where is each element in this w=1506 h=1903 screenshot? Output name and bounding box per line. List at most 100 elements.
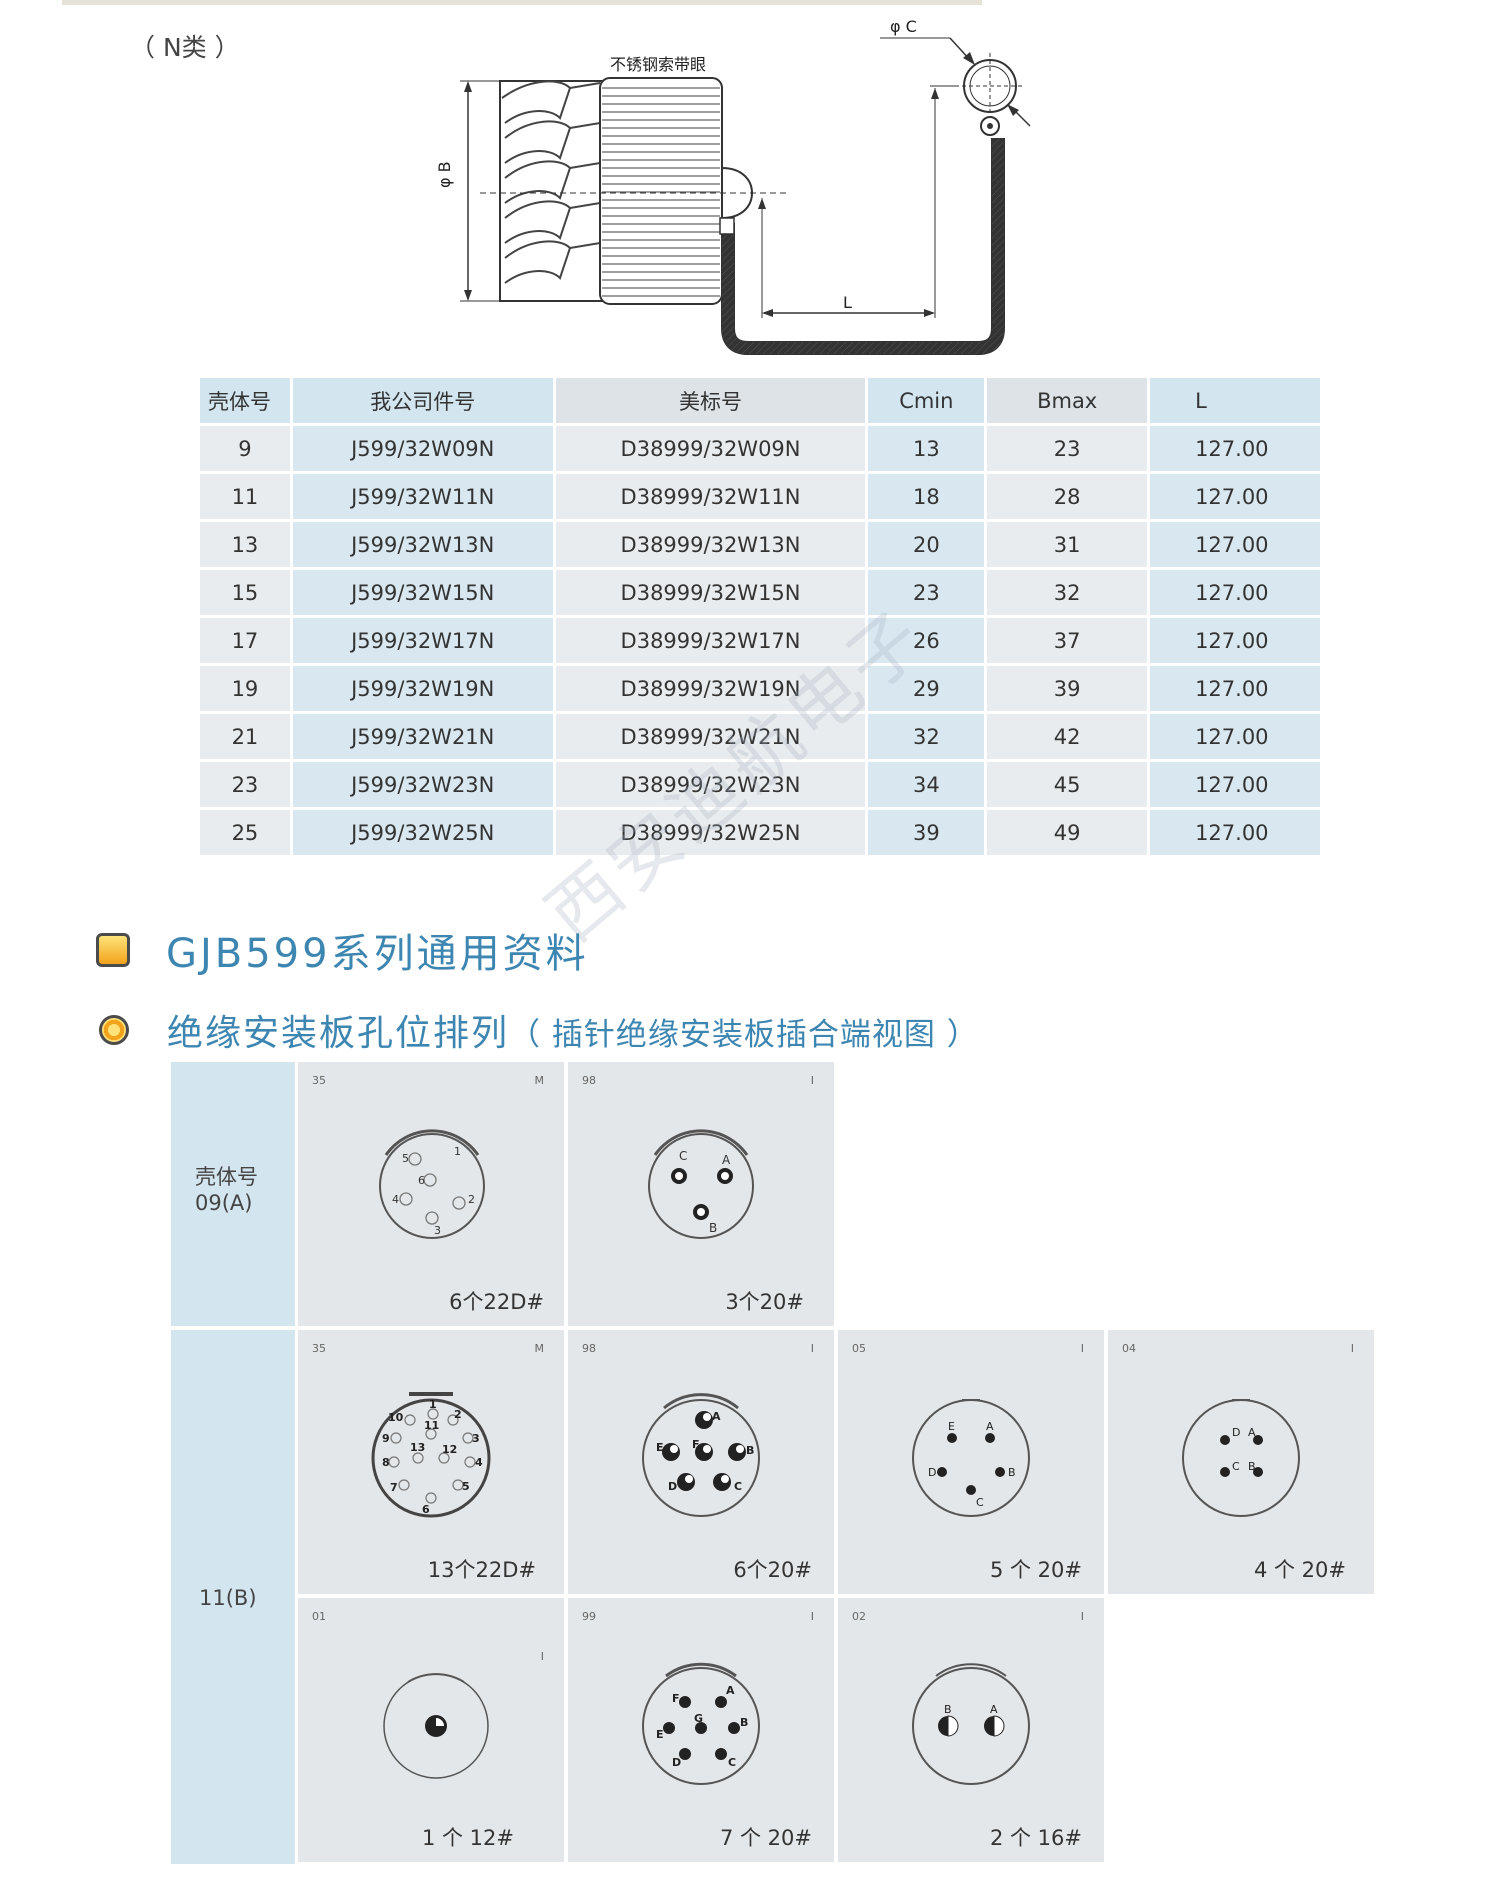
insert-face-3x20: A B C <box>648 1129 754 1239</box>
layout-code: 05 <box>852 1342 866 1355</box>
cell-us-standard: D38999/32W25N <box>555 810 866 855</box>
cell-us-standard: D38999/32W09N <box>555 426 866 471</box>
pin-label: 6 <box>418 1174 425 1187</box>
layout-cell: 01 I 1 个 12# <box>298 1598 564 1862</box>
pin-label: D <box>1232 1426 1240 1439</box>
contact-count: 5 个 20# <box>989 1558 1082 1582</box>
layout-code: 98 <box>582 1342 596 1355</box>
insert-face-6x20: A B C D E F <box>642 1393 760 1517</box>
cell-bmax: 37 <box>987 618 1148 663</box>
shell-label: 壳体号 <box>195 1165 258 1189</box>
n-type-label: （ N类 ） <box>130 33 240 62</box>
pin-label: B <box>709 1221 717 1235</box>
pin-label: D <box>668 1480 677 1493</box>
pin-label: 2 <box>454 1408 462 1421</box>
header-l: L <box>1150 378 1320 423</box>
pin-label: C <box>734 1480 742 1493</box>
pin-label: C <box>1232 1460 1240 1473</box>
top-rule <box>62 0 982 5</box>
table-header-row: 壳体号 我公司件号 美标号 Cmin Bmax L <box>200 378 1320 423</box>
cell-shell: 17 <box>200 618 290 663</box>
cell-shell: 25 <box>200 810 290 855</box>
cell-shell: 15 <box>200 570 290 615</box>
pin-label: A <box>1248 1426 1256 1439</box>
contact-count: 7 个 20# <box>719 1826 812 1850</box>
cell-part-number: J599/32W19N <box>292 666 553 711</box>
layout-key-mark: I <box>1080 1342 1084 1355</box>
layout-cell: 02 I A B 2 个 16# <box>838 1598 1104 1862</box>
layout-code: 98 <box>582 1074 596 1087</box>
layout-code: 35 <box>312 1074 326 1087</box>
cell-us-standard: D38999/32W15N <box>555 570 866 615</box>
pin-label: B <box>746 1444 754 1457</box>
header-us-standard: 美标号 <box>555 378 866 423</box>
pin-label: 2 <box>468 1193 475 1206</box>
layout-subtitle: （ 插针绝缘安装板插合端视图 ） <box>509 1017 979 1053</box>
layout-code: 02 <box>852 1610 866 1623</box>
pin-label: G <box>694 1712 703 1725</box>
phi-c-label: φ C <box>890 17 917 36</box>
pin-label: 9 <box>382 1432 390 1445</box>
cap-drawing: φ B 不锈钢索带眼 φ C L <box>435 17 1031 355</box>
contact-count: 3个20# <box>725 1290 804 1314</box>
cell-bmax: 23 <box>987 426 1148 471</box>
section-layout-title: 绝缘安装板孔位排列（ 插针绝缘安装板插合端视图 ） <box>167 1004 979 1056</box>
layout-cell: 99 I A B C D E F G 7 个 20# <box>568 1598 834 1862</box>
pin-label: A <box>990 1703 998 1716</box>
pin-label: A <box>712 1410 721 1423</box>
pin-label: A <box>726 1684 735 1697</box>
cell-part-number: J599/32W23N <box>292 762 553 807</box>
layout-key-mark: I <box>1350 1342 1354 1355</box>
pin-label: 12 <box>442 1443 457 1456</box>
pin-label: 13 <box>410 1441 425 1454</box>
pin-label: F <box>672 1692 680 1705</box>
cell-l: 127.00 <box>1150 570 1320 615</box>
pin-label: A <box>986 1420 994 1433</box>
header-bmax: Bmax <box>987 378 1148 423</box>
cell-part-number: J599/32W21N <box>292 714 553 759</box>
pin-label: A <box>722 1153 731 1167</box>
pin-label: 5 <box>462 1480 470 1493</box>
pin-label: 11 <box>424 1419 439 1432</box>
layout-key-mark: I <box>540 1650 544 1663</box>
cell-us-standard: D38999/32W17N <box>555 618 866 663</box>
pin-label: 4 <box>392 1193 399 1206</box>
layout-title: 绝缘安装板孔位排列 <box>167 1013 510 1054</box>
cell-cmin: 20 <box>868 522 985 567</box>
insert-face-1x12 <box>383 1673 489 1779</box>
cell-part-number: J599/32W25N <box>292 810 553 855</box>
layout-cell: 98 I A B C 3个20# <box>568 1062 834 1326</box>
cell-bmax: 28 <box>987 474 1148 519</box>
layout-key-mark: M <box>534 1342 545 1355</box>
layout-cell: 98 I A B C D E F 6个20# <box>568 1330 834 1594</box>
pin-label: E <box>948 1420 955 1433</box>
shell-11-cell: 11(B) <box>171 1330 295 1864</box>
pin-label: B <box>1248 1460 1256 1473</box>
layout-key-mark: M <box>534 1074 545 1087</box>
pin-label: B <box>944 1703 952 1716</box>
section-general: GJB599系列通用资料 <box>96 921 589 979</box>
l-label: L <box>843 293 852 312</box>
square-bullet-icon <box>96 933 130 967</box>
contact-count: 13个22D# <box>427 1558 536 1582</box>
cell-l: 127.00 <box>1150 762 1320 807</box>
cell-cmin: 39 <box>868 810 985 855</box>
layout-cell: 35 M 1 2 3 4 5 6 6个22D# <box>298 1062 564 1326</box>
cell-us-standard: D38999/32W11N <box>555 474 866 519</box>
contact-count: 1 个 12# <box>421 1826 514 1850</box>
section-general-title: GJB599系列通用资料 <box>166 931 589 977</box>
pin-label: D <box>672 1756 681 1769</box>
header-shell: 壳体号 <box>200 378 290 423</box>
cell-cmin: 13 <box>868 426 985 471</box>
cell-part-number: J599/32W11N <box>292 474 553 519</box>
insert-face-6x22d: 1 2 3 4 5 6 <box>379 1129 485 1239</box>
